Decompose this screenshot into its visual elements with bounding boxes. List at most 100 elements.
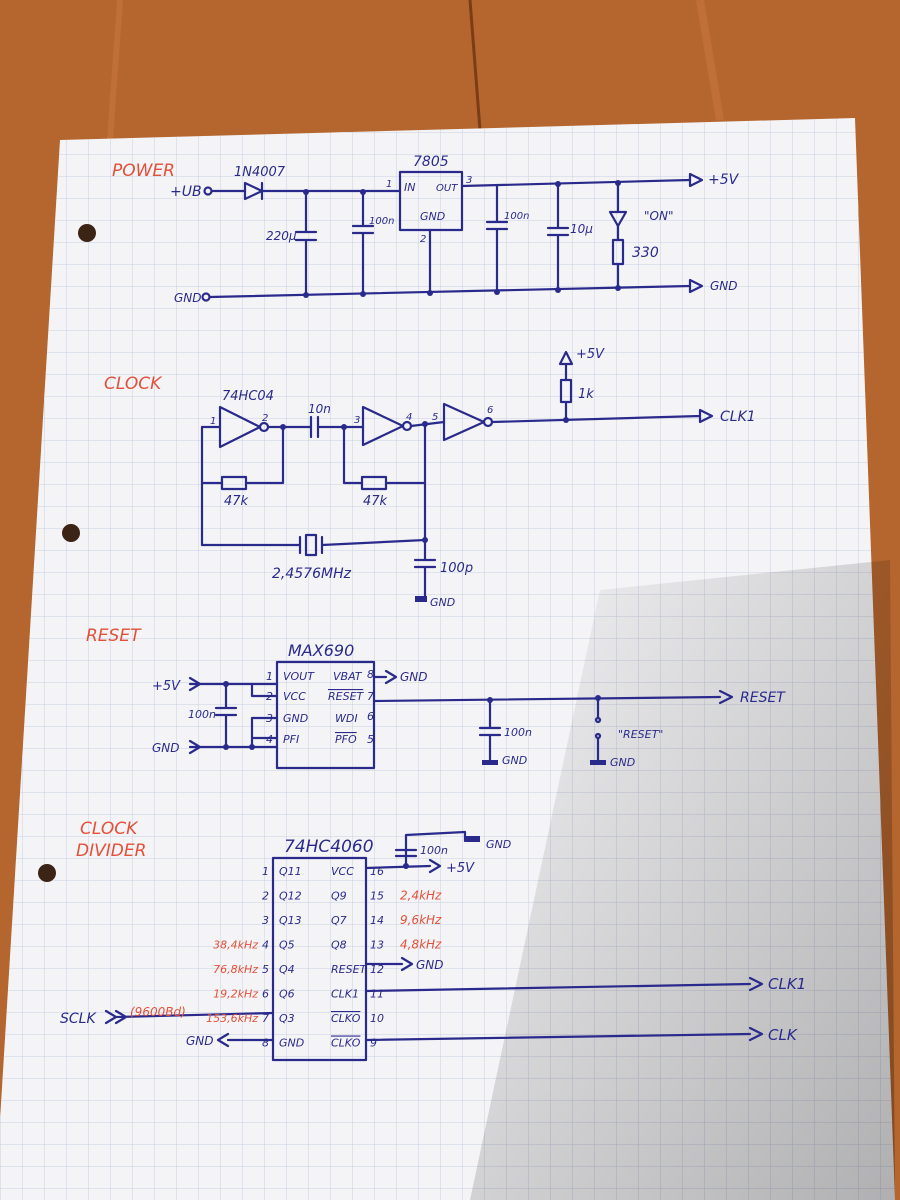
pin-number: 5 bbox=[367, 733, 374, 746]
pin-number: 12 bbox=[370, 963, 384, 976]
pin-number: 8 bbox=[367, 668, 374, 681]
section-heading-divider: CLOCK bbox=[80, 819, 139, 839]
frequency-label: 38,4kHz bbox=[213, 939, 258, 952]
pin-number: 4 bbox=[266, 733, 273, 746]
reg-pin-gnd: GND bbox=[420, 210, 445, 223]
pin-label: 4 bbox=[406, 412, 412, 423]
input-voltage-label: +UB bbox=[170, 184, 202, 200]
pin-number: 15 bbox=[370, 890, 384, 903]
clock-circuit bbox=[200, 350, 714, 602]
gnd-label: GND bbox=[400, 670, 428, 684]
pin-name: WDI bbox=[335, 712, 358, 725]
pin-number: 3 bbox=[262, 914, 269, 927]
punch-hole bbox=[78, 224, 96, 242]
resistor-47k-label: 47k bbox=[224, 494, 249, 509]
pin-number: 4 bbox=[262, 939, 269, 952]
pin-name: CLKO bbox=[331, 1012, 361, 1025]
pin-name: RESET bbox=[331, 963, 368, 976]
pin-label: 3 bbox=[354, 415, 360, 426]
pin-number: 6 bbox=[367, 710, 374, 723]
pin-name: Q13 bbox=[279, 914, 302, 927]
sclk-label: SCLK bbox=[60, 1011, 97, 1027]
hc4060-chip bbox=[271, 856, 368, 1062]
gnd-label: GND bbox=[152, 741, 180, 755]
punch-hole bbox=[62, 524, 80, 542]
crystal-label: 2,4576MHz bbox=[272, 566, 352, 582]
section-heading-divider: DIVIDER bbox=[76, 841, 146, 861]
pin-name: GND bbox=[283, 712, 308, 725]
pin-label: 1 bbox=[210, 416, 216, 427]
max690-left-pins: 1 VOUT 2 VCC 3 GND 4 PFI bbox=[266, 670, 315, 746]
gnd-label: GND bbox=[174, 291, 202, 305]
pin-number: 6 bbox=[262, 988, 269, 1001]
gnd-label: GND bbox=[610, 756, 635, 769]
inverter-ic-label: 74HC04 bbox=[222, 389, 274, 404]
clk1-input-label: CLK1 bbox=[768, 975, 806, 993]
shadow-overlay bbox=[470, 560, 895, 1200]
cap-100p-label: 100p bbox=[440, 561, 473, 576]
pin-name: Q9 bbox=[331, 890, 347, 903]
clk-output-label: CLK bbox=[768, 1026, 798, 1044]
pin-number: 2 bbox=[262, 890, 269, 903]
cap-10n-label: 10n bbox=[308, 402, 331, 416]
vcc-5v-label: +5V bbox=[446, 861, 475, 876]
pin-name: PFI bbox=[283, 733, 299, 746]
pin-name: Q3 bbox=[279, 1012, 295, 1025]
reset-ic-label: MAX690 bbox=[288, 641, 354, 660]
pin-name: Q6 bbox=[279, 988, 295, 1001]
cap-220u-label: 220µ bbox=[266, 229, 297, 243]
section-heading-power: POWER bbox=[112, 161, 175, 181]
frequency-label: 2,4kHz bbox=[400, 889, 442, 903]
pin-number: 7 bbox=[367, 690, 374, 703]
cap-100n-label: 100n bbox=[188, 708, 216, 721]
pin-name: GND bbox=[279, 1037, 304, 1050]
pin-number: 3 bbox=[266, 712, 273, 725]
pin-label: 6 bbox=[487, 405, 493, 416]
pin-number: 7 bbox=[262, 1012, 269, 1025]
clk1-output-label: CLK1 bbox=[720, 409, 756, 425]
cap-10u-label: 10µ bbox=[570, 222, 593, 236]
pin-name: Q8 bbox=[331, 939, 347, 952]
pin-name: CLK1 bbox=[331, 988, 359, 1001]
resistor-330-label: 330 bbox=[632, 245, 659, 261]
divider-ic-label: 74HC4060 bbox=[284, 837, 374, 857]
gnd-label: GND bbox=[430, 596, 455, 609]
pin-number: 13 bbox=[370, 939, 384, 952]
gnd-label: GND bbox=[186, 1034, 214, 1048]
reg-pin-in: IN bbox=[404, 181, 415, 194]
gnd-label: GND bbox=[710, 279, 738, 293]
pin-name: Q12 bbox=[279, 890, 302, 903]
pin-number: 9 bbox=[370, 1037, 377, 1050]
regulator-label: 7805 bbox=[413, 154, 449, 170]
gnd-label: GND bbox=[486, 838, 511, 851]
gnd-label: GND bbox=[502, 754, 527, 767]
cap-100n-label: 100n bbox=[420, 844, 448, 857]
pin-name: RESET bbox=[328, 690, 365, 703]
pin-label: 2 bbox=[262, 413, 268, 424]
frequency-label: 9,6kHz bbox=[400, 913, 442, 927]
led-label: "ON" bbox=[644, 209, 673, 223]
graph-paper-sheet bbox=[0, 118, 895, 1200]
cap-100n-label: 100n bbox=[504, 211, 529, 222]
pin-number: 1 bbox=[262, 865, 269, 878]
resistor-47k-label: 47k bbox=[363, 494, 388, 509]
pin-number: 11 bbox=[370, 988, 384, 1001]
pin-name: Q7 bbox=[331, 914, 347, 927]
reg-pin1: 1 bbox=[386, 179, 392, 190]
reg-pin-out: OUT bbox=[436, 183, 458, 194]
reg-pin3: 3 bbox=[466, 175, 472, 186]
max690-right-pins: VBAT 8 RESET 7 WDI 6 PFO 5 bbox=[328, 668, 374, 746]
pin-name: VBAT bbox=[333, 670, 363, 683]
pin-number: 14 bbox=[370, 914, 384, 927]
reset-button-label: "RESET" bbox=[618, 728, 663, 741]
baud-rate-label: (9600Bd) bbox=[130, 1005, 186, 1019]
frequency-label: 76,8kHz bbox=[213, 963, 258, 976]
pin-name: VOUT bbox=[283, 670, 315, 683]
power-circuit bbox=[201, 170, 704, 302]
pin-number: 16 bbox=[370, 865, 384, 878]
pullup-voltage-label: +5V bbox=[576, 347, 605, 362]
